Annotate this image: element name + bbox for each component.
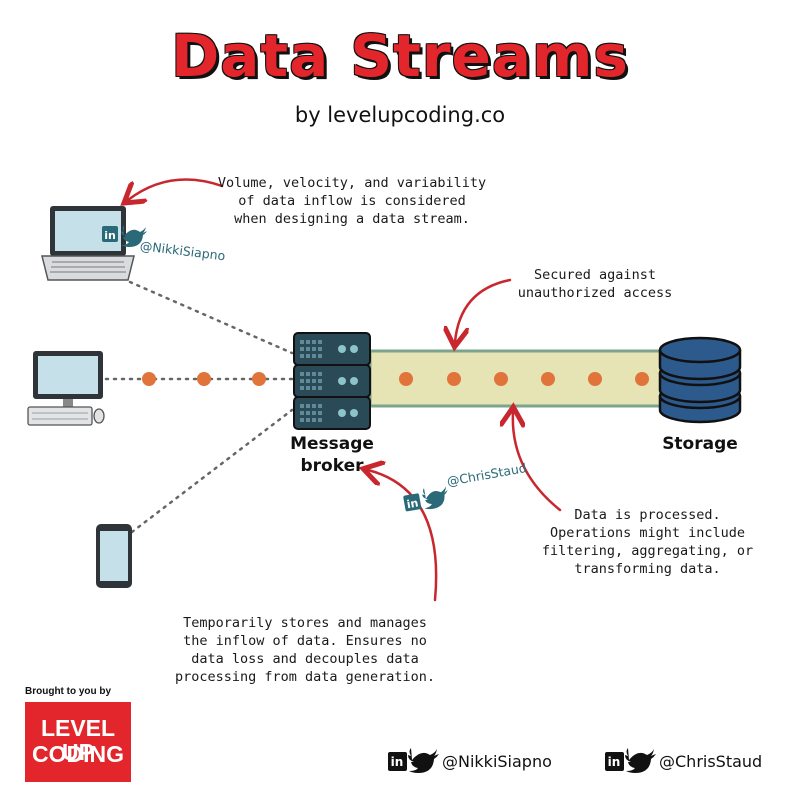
inflow-note: Volume, velocity, and variability of dat… xyxy=(212,174,492,228)
security-note: Secured against unauthorized access xyxy=(490,266,700,302)
data-dot xyxy=(635,372,649,386)
storage-label: Storage xyxy=(662,434,738,454)
svg-text:in: in xyxy=(406,496,420,511)
processing-note-line: Data is processed. xyxy=(574,507,721,523)
footer-nikki-icons: in xyxy=(388,748,439,773)
svg-text:in: in xyxy=(104,229,116,242)
broker-note-line: data loss and decouples data xyxy=(191,651,419,667)
broker-note-line: processing from data generation. xyxy=(174,669,436,685)
database-icon xyxy=(658,336,742,424)
inflow-note-line: Volume, velocity, and variability xyxy=(217,175,487,191)
desktop-icon xyxy=(27,351,105,426)
data-dot xyxy=(142,372,156,386)
twitter-icon xyxy=(121,225,147,247)
processing-note-line: filtering, aggregating, or xyxy=(541,543,754,559)
data-dot xyxy=(588,372,602,386)
processing-note: Data is processed. Operations might incl… xyxy=(525,506,770,578)
logo-line: CODING xyxy=(32,741,124,767)
laptop-icon: in xyxy=(41,206,135,281)
svg-text:in: in xyxy=(391,755,404,769)
security-note-line: unauthorized access xyxy=(517,285,673,301)
broker-note-line: Temporarily stores and manages xyxy=(183,615,427,631)
data-dot xyxy=(252,372,266,386)
broker-label-line: broker xyxy=(300,456,364,476)
logo-line: LEVEL UP xyxy=(40,715,116,765)
broker-note-line: the inflow of data. Ensures no xyxy=(183,633,427,649)
brought-by-label: Brought to you by xyxy=(25,686,112,697)
arrow-to-laptop xyxy=(128,178,224,200)
broker-note: Temporarily stores and manages the inflo… xyxy=(160,614,450,686)
inflow-dots xyxy=(142,372,266,386)
processing-note-line: transforming data. xyxy=(574,561,721,577)
level-up-coding-logo: LEVEL UP CODING xyxy=(25,702,131,782)
phone-icon xyxy=(96,524,132,588)
source-connectors xyxy=(104,280,294,534)
data-dot xyxy=(197,372,211,386)
chris-social-icons: in xyxy=(403,486,448,512)
phone-connector xyxy=(130,408,294,534)
inflow-note-line: when designing a data stream. xyxy=(234,211,470,227)
data-dot xyxy=(494,372,508,386)
server-icon xyxy=(293,332,371,430)
svg-text:in: in xyxy=(608,755,621,769)
data-dot xyxy=(399,372,413,386)
page-subtitle: by levelupcoding.co xyxy=(294,103,506,127)
inflow-note-line: of data inflow is considered xyxy=(238,193,466,209)
arrow-to-pipe-bottom xyxy=(513,412,562,512)
broker-label-line: Message xyxy=(290,434,374,454)
curved-arrow-icon xyxy=(128,178,562,602)
stream-pipe xyxy=(368,349,672,408)
security-note-line: Secured against xyxy=(534,267,656,283)
footer-chris-handle[interactable]: @ChrisStaud xyxy=(659,752,763,771)
broker-label: Message broker xyxy=(272,433,392,477)
arrow-to-pipe-top xyxy=(455,278,512,342)
footer-chris-icons: in xyxy=(605,748,656,773)
data-dot xyxy=(447,372,461,386)
footer-nikki-handle[interactable]: @NikkiSiapno xyxy=(442,752,552,771)
laptop-connector xyxy=(128,280,294,355)
arrow-to-broker xyxy=(368,470,438,602)
page-title: Data Streams xyxy=(171,22,629,90)
data-dot xyxy=(541,372,555,386)
processing-note-line: Operations might include xyxy=(549,525,746,541)
